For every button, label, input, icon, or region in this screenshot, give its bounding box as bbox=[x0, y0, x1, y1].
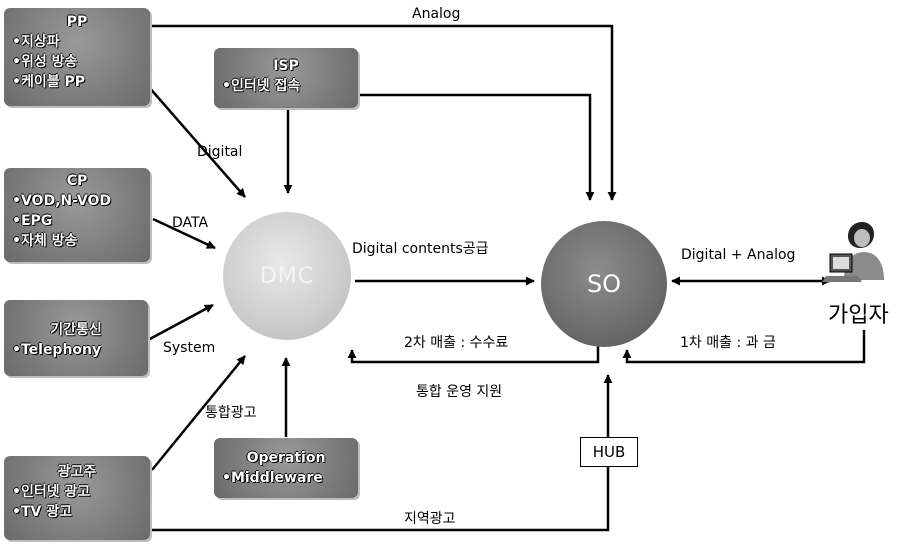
arrow-so-dmc bbox=[347, 345, 600, 364]
arrow-advertiser-so bbox=[152, 374, 613, 532]
arrow-isp-so bbox=[360, 93, 595, 201]
cp-item: VOD,N-VOD bbox=[12, 191, 142, 211]
pp-item: 케이블 PP bbox=[12, 72, 142, 92]
pp-box: PP 지상파 위성 방송 케이블 PP bbox=[4, 8, 150, 106]
cp-item: 자체 방송 bbox=[12, 231, 142, 251]
so-label: SO bbox=[586, 270, 622, 298]
arrow-advertiser-dmc bbox=[151, 355, 246, 471]
cp-title: CP bbox=[66, 173, 88, 189]
arrow-telecom-dmc bbox=[147, 303, 214, 342]
system-label: System bbox=[163, 340, 216, 356]
hub-box: HUB bbox=[580, 437, 638, 467]
isp-box: ISP 인터넷 접속 bbox=[214, 48, 358, 108]
operation-box: Operation Middleware bbox=[214, 438, 358, 498]
operation-item: Middleware bbox=[222, 468, 350, 488]
data-label: DATA bbox=[172, 215, 209, 231]
analog-label: Analog bbox=[412, 6, 461, 22]
advertiser-box: 광고주 인터넷 광고 TV 광고 bbox=[4, 456, 150, 540]
isp-title: ISP bbox=[273, 58, 299, 74]
integrated-ops-label: 통합 운영 지원 bbox=[416, 384, 503, 400]
telecom-title: 기간통신 bbox=[50, 322, 102, 338]
hub-label: HUB bbox=[592, 443, 626, 461]
secondary-sales-label: 2차 매출 : 수수료 bbox=[404, 335, 509, 351]
digital-contents-label: Digital contents공급 bbox=[352, 241, 489, 257]
arrow-subscriber-so bbox=[622, 330, 866, 364]
digital-label: Digital bbox=[197, 144, 243, 160]
so-node: SO bbox=[541, 221, 667, 347]
integrated-ad-label: 통합광고 bbox=[205, 405, 257, 421]
operation-title: Operation bbox=[246, 450, 326, 466]
advertiser-item: 인터넷 광고 bbox=[12, 482, 142, 502]
cp-box: CP VOD,N-VOD EPG 자체 방송 bbox=[4, 168, 150, 262]
pp-title: PP bbox=[66, 14, 88, 30]
telecom-item: Telephony bbox=[12, 340, 140, 360]
advertiser-item: TV 광고 bbox=[12, 502, 142, 522]
arrow-pp-dmc bbox=[147, 85, 246, 198]
subscriber-label: 가입자 bbox=[828, 303, 889, 328]
regional-ad-label: 지역광고 bbox=[404, 511, 456, 527]
digital-analog-label: Digital + Analog bbox=[681, 247, 796, 263]
pp-item: 위성 방송 bbox=[12, 52, 142, 72]
advertiser-title: 광고주 bbox=[57, 464, 97, 480]
isp-item: 인터넷 접속 bbox=[222, 76, 350, 96]
dmc-node: DMC bbox=[223, 212, 351, 340]
dmc-label: DMC bbox=[259, 263, 315, 289]
primary-sales-label: 1차 매출 : 과 금 bbox=[680, 335, 776, 351]
cp-item: EPG bbox=[12, 211, 142, 231]
telecom-box: 기간통신 Telephony bbox=[4, 300, 148, 376]
subscriber-person-icon bbox=[822, 222, 884, 282]
arrow-cp-dmc bbox=[152, 217, 216, 250]
arrow-pp-so-analog bbox=[150, 24, 617, 201]
pp-item: 지상파 bbox=[12, 32, 142, 52]
